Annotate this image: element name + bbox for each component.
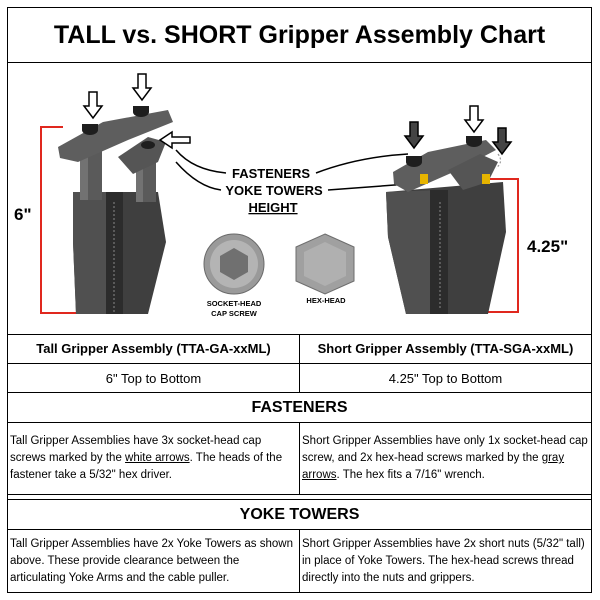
tall-fasteners-text: Tall Gripper Assemblies have 3x socket-h… bbox=[10, 435, 283, 481]
gripper-illustration: 6" FASTENERS YOKE TOWERS HEIGHT SOCKET-H… bbox=[14, 73, 568, 318]
spacer bbox=[8, 495, 591, 500]
page-title: TALL vs. SHORT Gripper Assembly Chart bbox=[8, 8, 591, 63]
hex-head-label: HEX-HEAD bbox=[306, 296, 346, 305]
tall-gripper-image bbox=[40, 73, 191, 314]
yoke-towers-section-title: YOKE TOWERS bbox=[8, 500, 591, 530]
tall-assembly-header: Tall Gripper Assembly (TTA-GA-xxML) bbox=[36, 341, 271, 356]
fasteners-section-title: FASTENERS bbox=[8, 393, 591, 423]
short-height-label: 4.25" bbox=[527, 237, 568, 256]
yoke-towers-row: Tall Gripper Assemblies have 2x Yoke Tow… bbox=[8, 530, 591, 593]
gray-arrows-text: gray arrows bbox=[302, 452, 565, 481]
fasteners-row: Tall Gripper Assemblies have 3x socket-h… bbox=[8, 423, 591, 495]
socket-head-cap-screw-image bbox=[203, 233, 265, 295]
callout-fasteners: FASTENERS bbox=[232, 166, 310, 181]
short-gripper-image bbox=[386, 105, 519, 314]
hex-head-screw-image bbox=[295, 233, 355, 295]
tall-height-label: 6" bbox=[14, 205, 32, 224]
cap-screw-label: CAP SCREW bbox=[211, 309, 258, 318]
short-height-cell: 4.25" Top to Bottom bbox=[299, 364, 591, 392]
assembly-header-row: Tall Gripper Assembly (TTA-GA-xxML) Shor… bbox=[8, 334, 591, 364]
short-yoke-text: Short Gripper Assemblies have 2x short n… bbox=[299, 530, 591, 593]
tall-yoke-text: Tall Gripper Assemblies have 2x Yoke Tow… bbox=[10, 538, 293, 584]
short-assembly-header: Short Gripper Assembly (TTA-SGA-xxML) bbox=[299, 334, 591, 363]
white-arrows-text: white arrows bbox=[125, 452, 190, 464]
socket-head-label: SOCKET-HEAD bbox=[207, 299, 262, 308]
chart-frame: TALL vs. SHORT Gripper Assembly Chart bbox=[7, 7, 592, 593]
short-fasteners-text: Short Gripper Assemblies have only 1x so… bbox=[299, 423, 591, 494]
gripper-figure: 6" FASTENERS YOKE TOWERS HEIGHT SOCKET-H… bbox=[8, 62, 591, 335]
callout-yoke-towers: YOKE TOWERS bbox=[225, 183, 323, 198]
tall-height-cell: 6" Top to Bottom bbox=[105, 370, 202, 386]
callout-height: HEIGHT bbox=[248, 200, 297, 215]
height-row: 6" Top to Bottom 4.25" Top to Bottom bbox=[8, 364, 591, 393]
